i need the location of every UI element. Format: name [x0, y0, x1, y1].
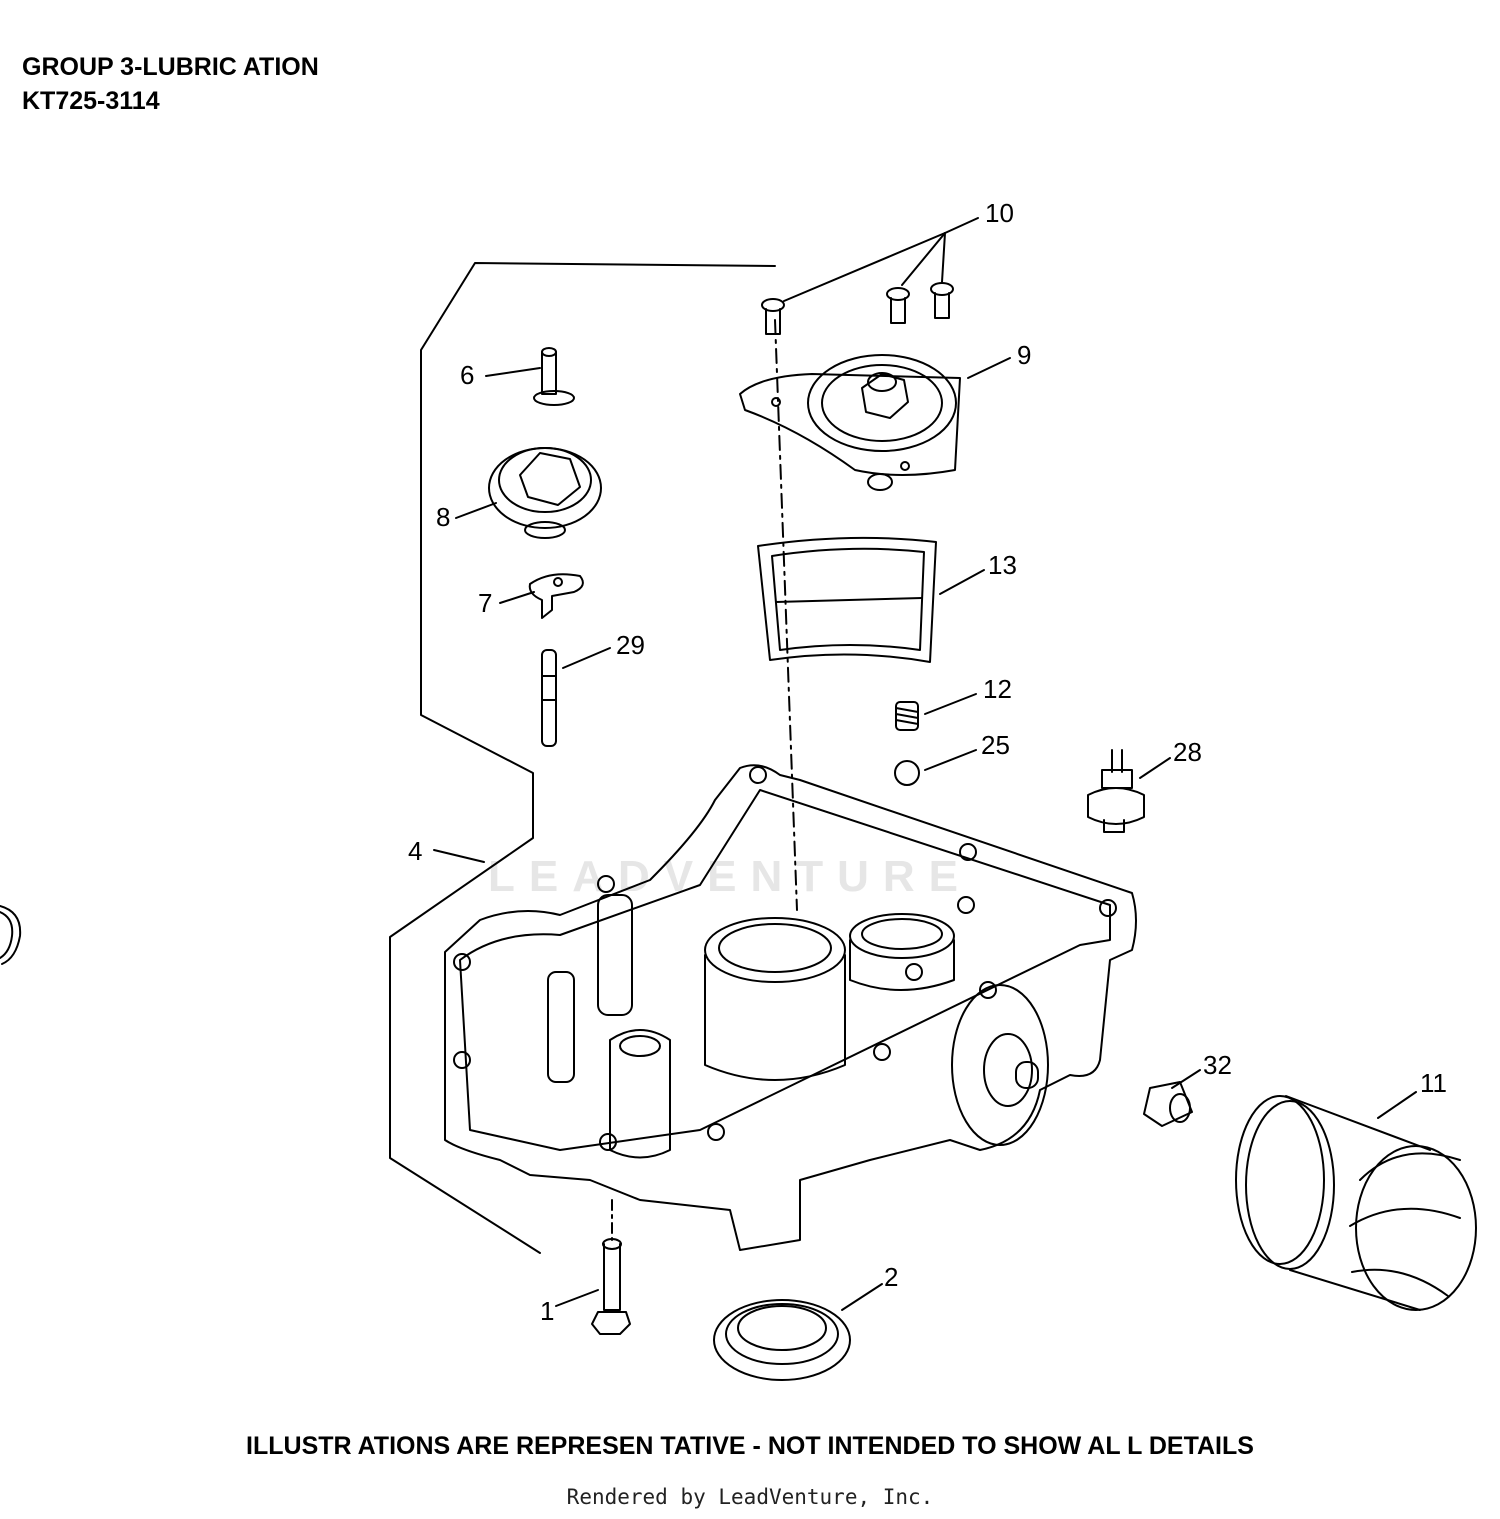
disclaimer-note: ILLUSTR ATIONS ARE REPRESEN TATIVE - NOT… [246, 1432, 1254, 1460]
partial-part [0, 905, 22, 965]
part-13-screen [757, 536, 985, 663]
model-number: KT725-3114 [22, 87, 160, 115]
callout-32: 32 [1203, 1050, 1232, 1080]
callout-25: 25 [981, 730, 1010, 760]
part-4-oil-pan [433, 764, 1137, 1251]
alignment-line [774, 319, 798, 911]
callout-2: 2 [884, 1262, 898, 1292]
callout-1: 1 [540, 1296, 554, 1326]
part-9-oil-pump [739, 354, 1011, 491]
part-11-oil-filter [1235, 1091, 1477, 1311]
part-28-sensor [1087, 749, 1171, 833]
part-8-gear [455, 447, 602, 539]
part-7-clip [499, 573, 584, 619]
callout-11: 11 [1420, 1068, 1447, 1098]
rendered-by-credit: Rendered by LeadVenture, Inc. [566, 1485, 934, 1509]
part-2-seal [713, 1283, 883, 1381]
part-32-adapter [1143, 1069, 1201, 1127]
callout-4: 4 [408, 836, 422, 866]
group-bracket [389, 262, 776, 1254]
part-1-bolt [555, 1238, 631, 1335]
part-6-pin [485, 347, 575, 406]
callout-10: 10 [985, 198, 1014, 228]
callout-29: 29 [616, 630, 645, 660]
callout-6: 6 [460, 360, 474, 390]
watermark: LEADVENTURE [488, 852, 973, 901]
part-12-spring [895, 693, 977, 731]
callout-9: 9 [1017, 340, 1031, 370]
part-10-screws [761, 217, 979, 335]
diagram-title: GROUP 3-LUBRIC ATION [22, 53, 319, 81]
callout-28: 28 [1173, 737, 1202, 767]
callout-7: 7 [478, 588, 492, 618]
part-25-ball [894, 749, 977, 786]
callout-12: 12 [983, 674, 1012, 704]
part-29-shaft [541, 647, 611, 747]
callout-8: 8 [436, 502, 450, 532]
callout-13: 13 [988, 550, 1017, 580]
